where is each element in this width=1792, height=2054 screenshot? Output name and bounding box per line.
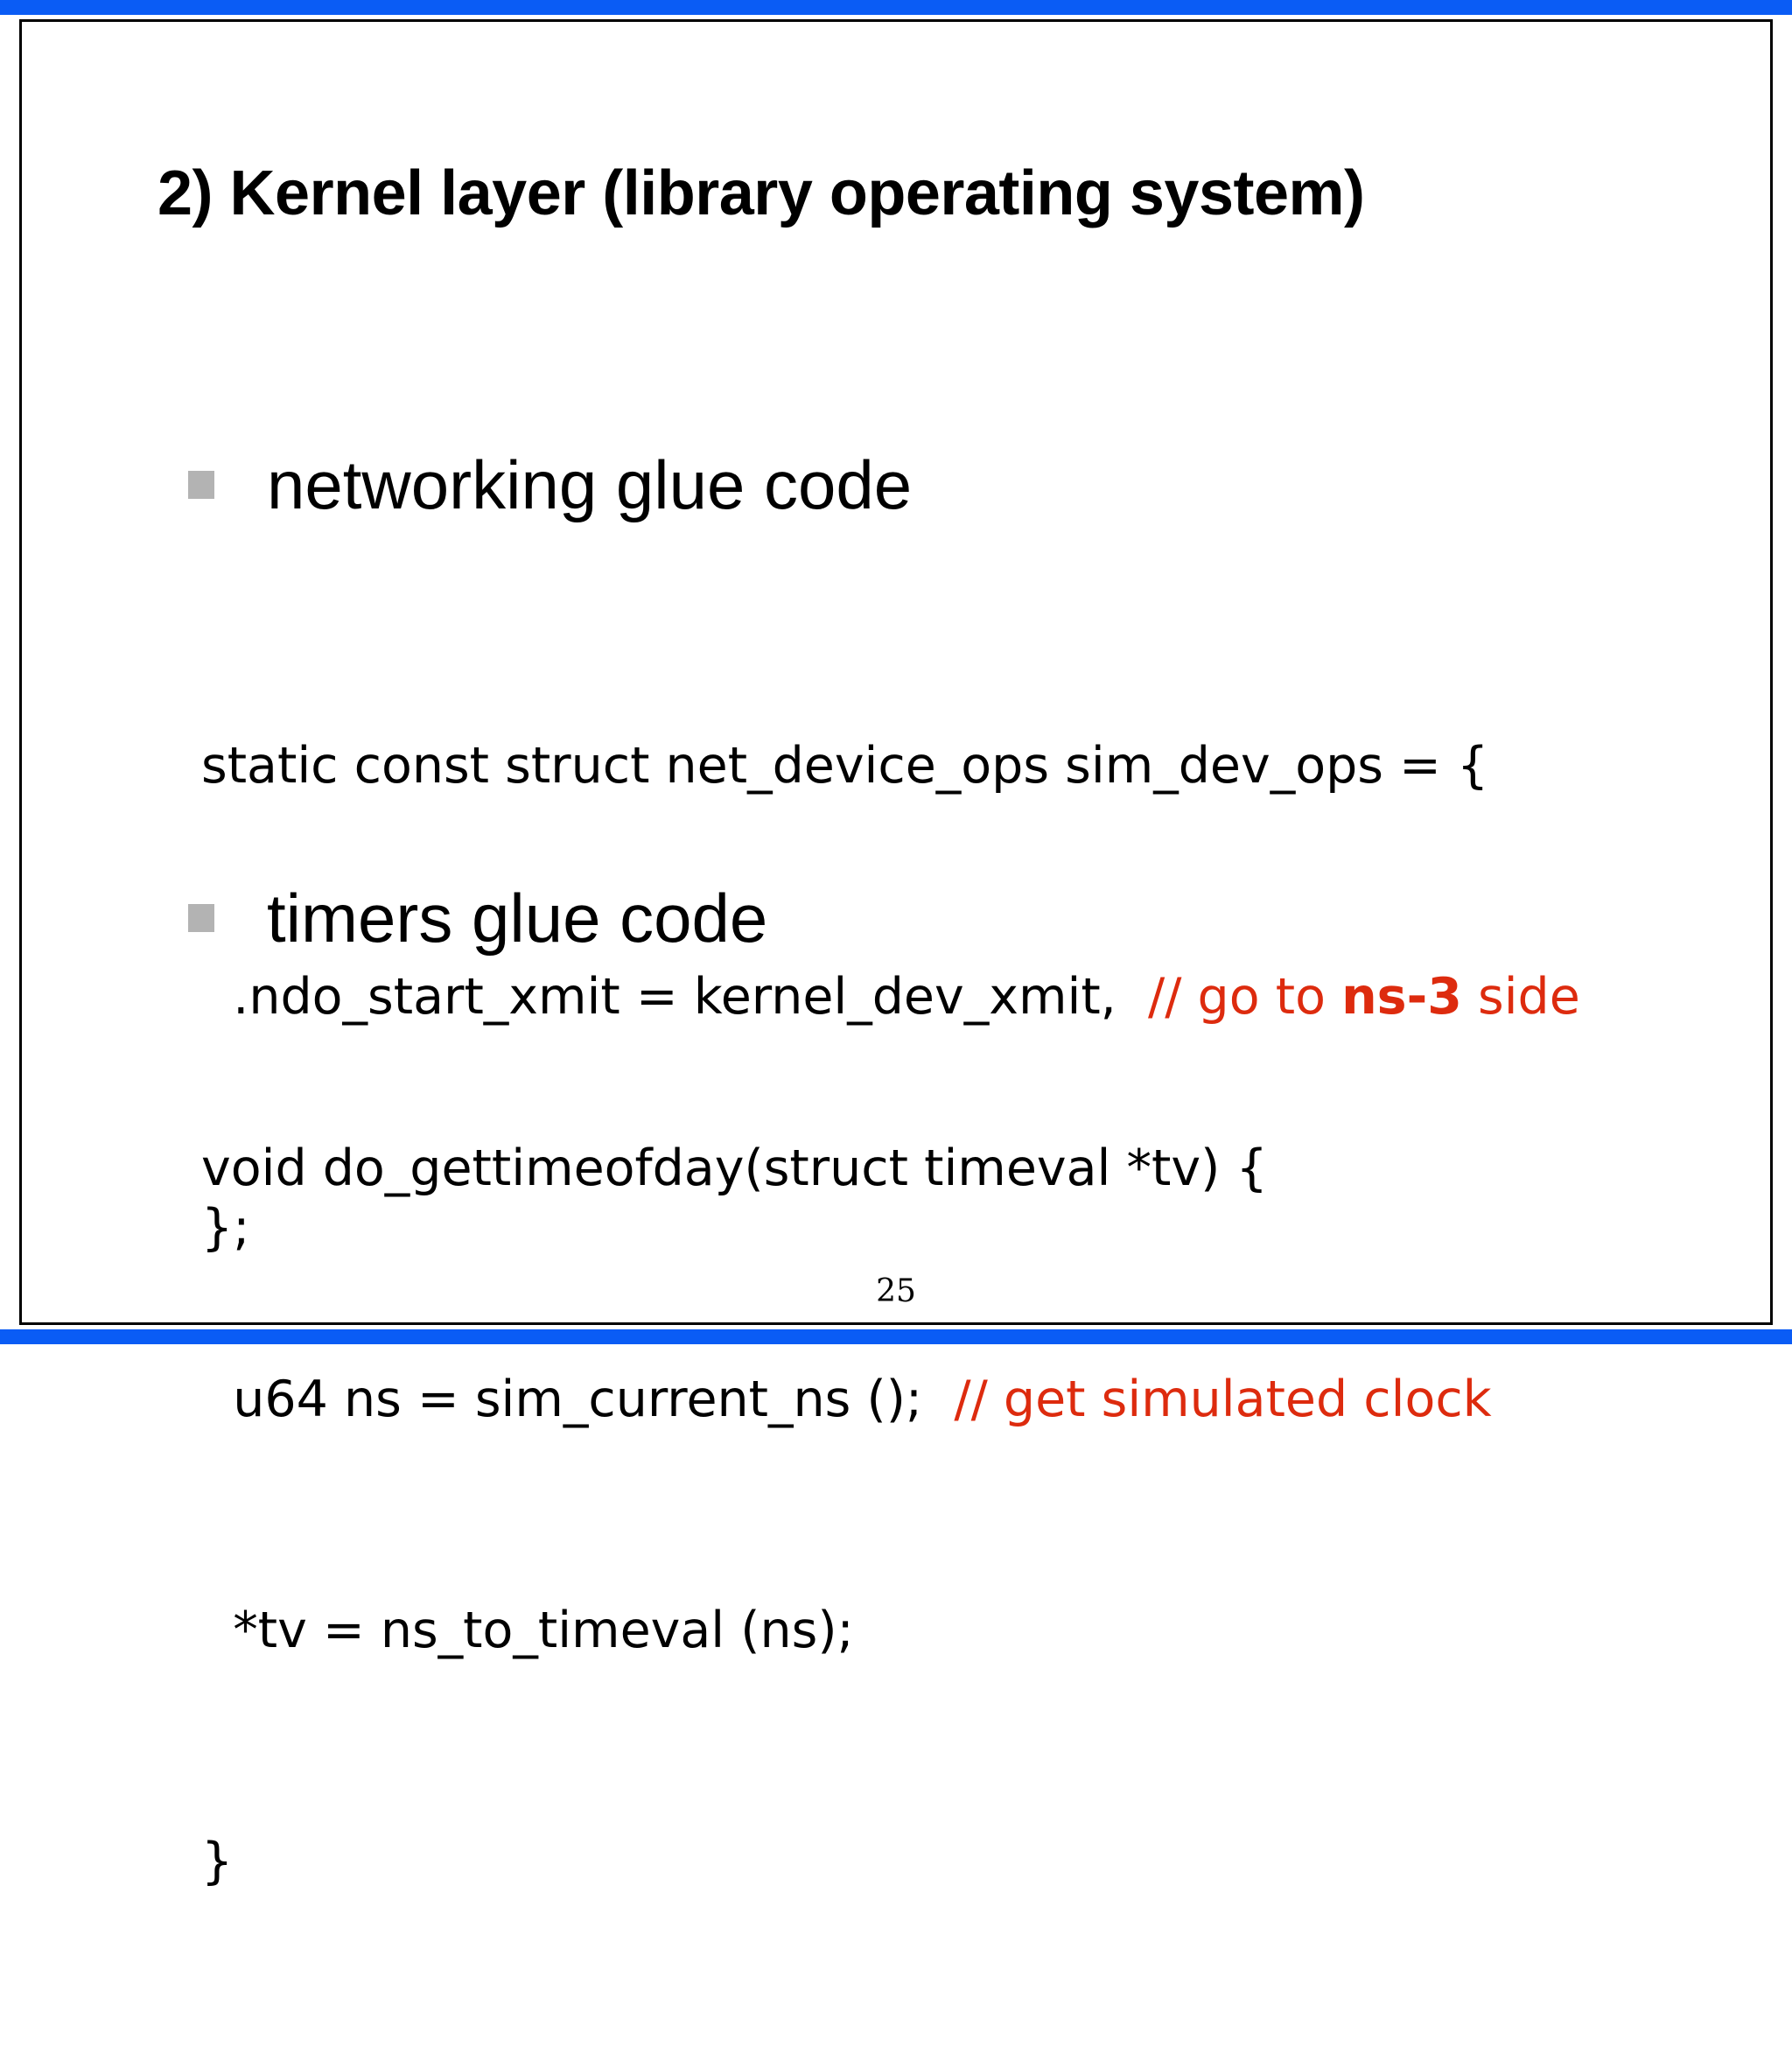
slide: 2) Kernel layer (library operating syste… xyxy=(0,0,1792,1890)
code-line: u64 ns = sim_current_ns (); // get simul… xyxy=(201,1361,1492,1438)
code-comment: // get simulated clock xyxy=(954,1371,1492,1428)
square-bullet-icon xyxy=(188,471,214,499)
code-line: }; xyxy=(201,1199,250,1257)
page-number: 25 xyxy=(876,1273,916,1309)
page-title: 2) Kernel layer (library operating syste… xyxy=(158,158,1365,228)
code-block-networking: static const struct net_device_ops sim_d… xyxy=(201,573,1580,1420)
bullet-label: timers glue code xyxy=(267,880,768,957)
code-block-timers: void do_gettimeofday(struct timeval *tv)… xyxy=(201,976,1492,2054)
comment-prefix: // go to xyxy=(1148,968,1342,1026)
code-line: *tv = ns_to_timeval (ns); xyxy=(201,1602,854,1659)
top-accent-bar xyxy=(0,0,1792,15)
code-fragment: .ndo_start_xmit = kernel_dev_xmit, xyxy=(201,968,1149,1026)
slide-frame: 2) Kernel layer (library operating syste… xyxy=(19,19,1773,1890)
bullet-networking-glue-code: networking glue code xyxy=(188,451,912,519)
bottom-accent-bar xyxy=(0,1329,1792,1344)
code-fragment: u64 ns = sim_current_ns (); xyxy=(201,1371,955,1428)
comment-suffix: side xyxy=(1461,968,1580,1026)
bullet-timers-glue-code: timers glue code xyxy=(188,884,767,952)
code-line: } xyxy=(201,1833,234,1890)
code-line: static const struct net_device_ops sim_d… xyxy=(201,737,1489,795)
square-bullet-icon xyxy=(188,904,214,932)
code-line: .ndo_start_xmit = kernel_dev_xmit, // go… xyxy=(201,958,1580,1035)
code-comment: // go to ns-3 side xyxy=(1148,968,1580,1026)
bullet-label: networking glue code xyxy=(267,446,913,523)
slide-content: 2) Kernel layer (library operating syste… xyxy=(22,22,1770,1890)
comment-emphasis: ns-3 xyxy=(1341,968,1462,1026)
code-line: void do_gettimeofday(struct timeval *tv)… xyxy=(201,1139,1268,1197)
